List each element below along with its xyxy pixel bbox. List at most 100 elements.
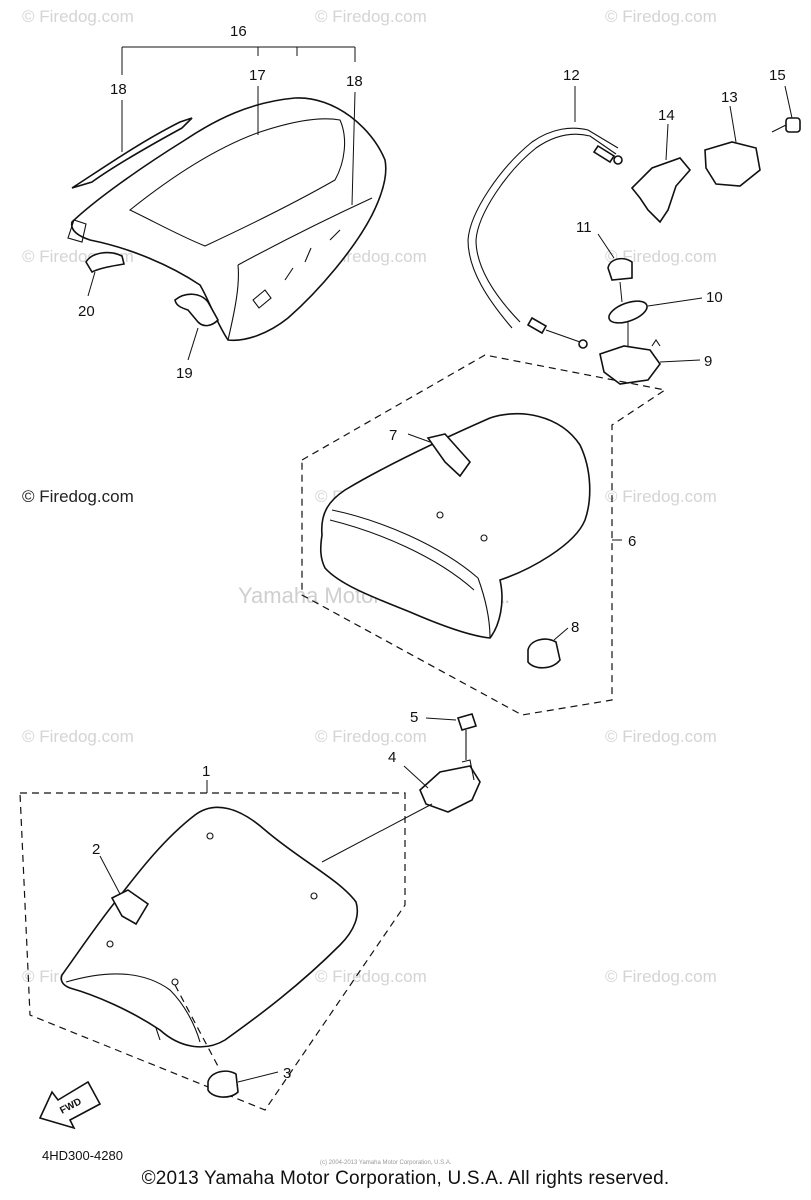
damper-3 xyxy=(207,1070,239,1098)
callout-9: 9 xyxy=(704,353,712,370)
leader-11-10 xyxy=(619,281,623,303)
cowl-tab xyxy=(67,219,87,243)
leader-2 xyxy=(99,855,121,895)
lock-holder-pin xyxy=(651,339,661,347)
group-box-6 xyxy=(301,354,667,716)
seat-lock-cable xyxy=(467,127,619,329)
watermark-text: © Firedog.com xyxy=(605,727,717,746)
cable-end-top xyxy=(592,144,616,164)
callout-7: 7 xyxy=(389,427,397,444)
rear-seat-edge-2 xyxy=(329,519,475,591)
leader-19 xyxy=(187,327,199,361)
leader-4 xyxy=(403,765,429,789)
callout-2: 2 xyxy=(92,841,100,858)
seat-cowl xyxy=(70,97,387,342)
screw-15-shaft xyxy=(771,124,787,133)
watermark-text: © Firedog.com xyxy=(315,967,427,986)
cable-end-ball-top xyxy=(613,155,623,165)
leader-15 xyxy=(784,85,793,119)
rear-seat-hole xyxy=(480,534,488,542)
watermark-text: © Firedog.com xyxy=(315,727,427,746)
callout-18-left: 18 xyxy=(110,81,127,98)
callout-17: 17 xyxy=(249,67,266,84)
seat-strap-7 xyxy=(426,433,472,478)
front-seat-hole xyxy=(310,892,318,900)
fwd-arrow-icon xyxy=(38,1080,102,1130)
callout-18-right: 18 xyxy=(346,73,363,90)
front-seat-hole xyxy=(206,832,214,840)
cable-end-ball-bottom xyxy=(578,339,588,349)
callout-19: 19 xyxy=(176,365,193,382)
rear-seat-hole xyxy=(436,511,444,519)
hinge-tab xyxy=(461,759,475,781)
watermark-text: © Firedog.com xyxy=(22,7,134,26)
front-seat-edge xyxy=(65,973,201,1043)
seat-strap-2 xyxy=(110,889,150,926)
front-seat xyxy=(60,806,359,1048)
leader-11 xyxy=(597,233,615,259)
leader-8 xyxy=(553,627,569,641)
screw-15 xyxy=(785,117,801,133)
front-seat-assembly: FWD xyxy=(19,780,433,1130)
leader-3 xyxy=(237,1071,279,1083)
front-seat-hole xyxy=(106,940,114,948)
damper-8 xyxy=(527,638,561,669)
seat-cowl-assembly xyxy=(67,46,387,361)
callout-1: 1 xyxy=(202,763,210,780)
cowl-emblem xyxy=(252,229,341,309)
hinge-assembly xyxy=(403,713,481,813)
bolt-5-head xyxy=(456,713,478,731)
cowl-top-panel xyxy=(128,118,346,247)
tiny-copyright-note: (c) 2004-2013 Yamaha Motor Corporation, … xyxy=(320,1160,452,1166)
watermark-text: © Firedog.com xyxy=(605,487,717,506)
leader-10 xyxy=(647,297,703,307)
seat-lock-cable-inner xyxy=(475,133,617,323)
callout-14: 14 xyxy=(658,107,675,124)
callout-6: 6 xyxy=(628,533,636,550)
bracket-part-20 xyxy=(85,251,125,274)
damper-3-guide xyxy=(174,984,221,1071)
leader-14 xyxy=(665,123,669,161)
front-seat-tab xyxy=(155,1027,161,1041)
watermark-text: © Firedog.com xyxy=(605,967,717,986)
leader-18-right xyxy=(351,91,356,206)
seat-lock-assembly xyxy=(467,85,801,385)
leader-13 xyxy=(729,105,737,143)
callout-12: 12 xyxy=(563,67,580,84)
watermark-text: © Firedog.com xyxy=(605,7,717,26)
callout-11: 11 xyxy=(576,219,592,236)
callout-10: 10 xyxy=(706,289,723,306)
cowl-edge xyxy=(227,197,373,341)
cable-wire xyxy=(545,329,581,343)
grommet-11 xyxy=(607,257,633,281)
watermark-text: © Firedog.com xyxy=(22,487,134,506)
lock-holder-9 xyxy=(599,345,661,385)
rear-seat-assembly xyxy=(301,354,667,716)
bracket-part-19 xyxy=(174,293,219,327)
group-box-1 xyxy=(19,792,406,1111)
watermark-text: © Firedog.com xyxy=(315,7,427,26)
lock-bracket-14 xyxy=(630,157,692,224)
callout-16: 16 xyxy=(230,23,247,40)
callout-13: 13 xyxy=(721,89,738,106)
watermark-text: © Firedog.com xyxy=(22,727,134,746)
watermark-text: © Firedog.com xyxy=(605,247,717,266)
leader-5 xyxy=(425,717,457,721)
rear-seat-edge xyxy=(331,509,479,579)
diagram-code: 4HD300-4280 xyxy=(42,1148,123,1163)
callout-8: 8 xyxy=(571,619,579,636)
callout-bracket-16 xyxy=(121,46,356,75)
rear-seat xyxy=(319,412,591,639)
seat-lock-13 xyxy=(704,141,761,187)
callout-20: 20 xyxy=(78,303,95,320)
leader-20 xyxy=(87,271,96,297)
rear-seat-side xyxy=(477,577,491,639)
cowl-stripe xyxy=(71,117,193,189)
leader-9 xyxy=(659,359,701,363)
callout-5: 5 xyxy=(410,709,418,726)
callout-15: 15 xyxy=(769,67,786,84)
callout-4: 4 xyxy=(388,749,396,766)
callout-3: 3 xyxy=(283,1065,291,1082)
leader-7 xyxy=(407,433,431,443)
